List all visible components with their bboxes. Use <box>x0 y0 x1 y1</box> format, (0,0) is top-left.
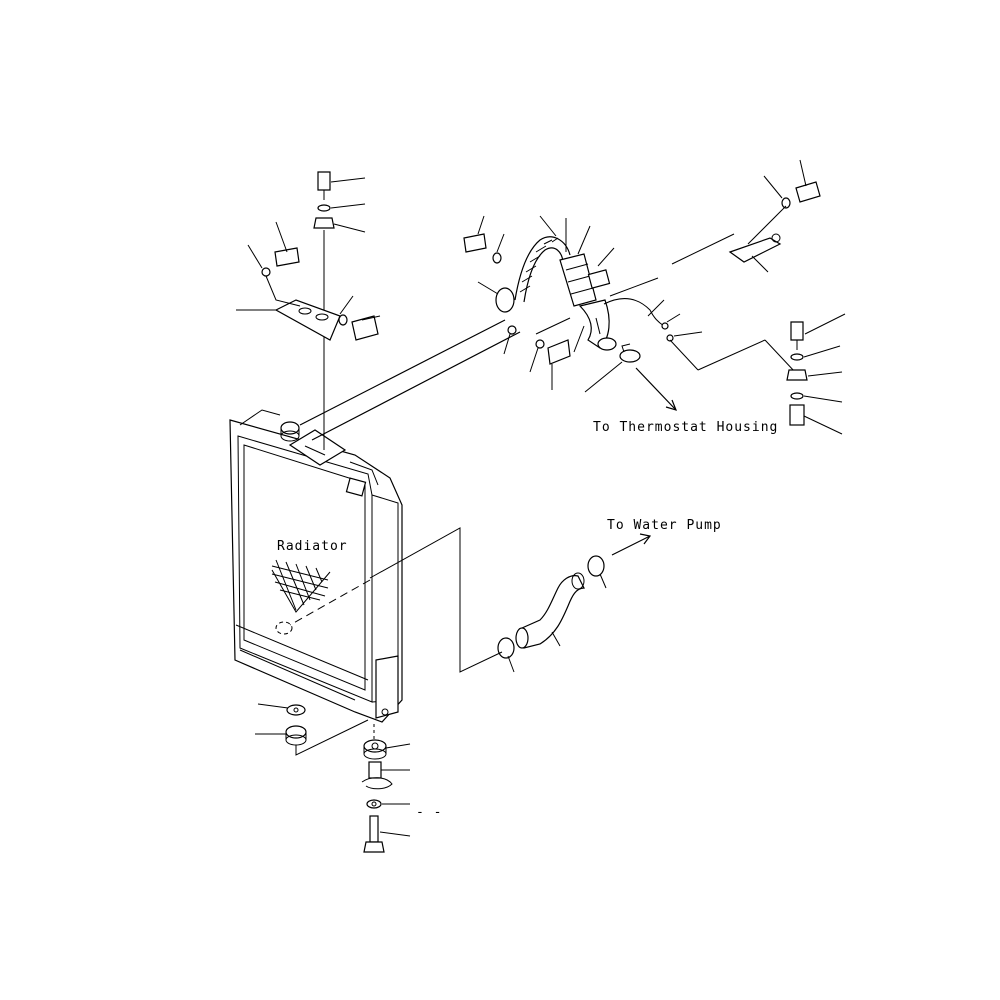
to-water-pump-label: To Water Pump <box>607 518 722 533</box>
lower-hose-assembly: To Water Pump <box>275 518 722 673</box>
top-mount-hardware <box>236 171 381 450</box>
upper-hose-assembly <box>299 215 796 441</box>
radiator-label: Radiator <box>277 539 348 554</box>
dash-label: - - <box>416 805 442 820</box>
bottom-mount-hardware: - - <box>255 703 442 853</box>
radiator-core-hatch <box>271 559 331 613</box>
to-thermostat-label: To Thermostat Housing <box>593 420 778 435</box>
upper-right-hardware <box>671 159 846 435</box>
radiator-assembly: Radiator <box>229 409 403 723</box>
